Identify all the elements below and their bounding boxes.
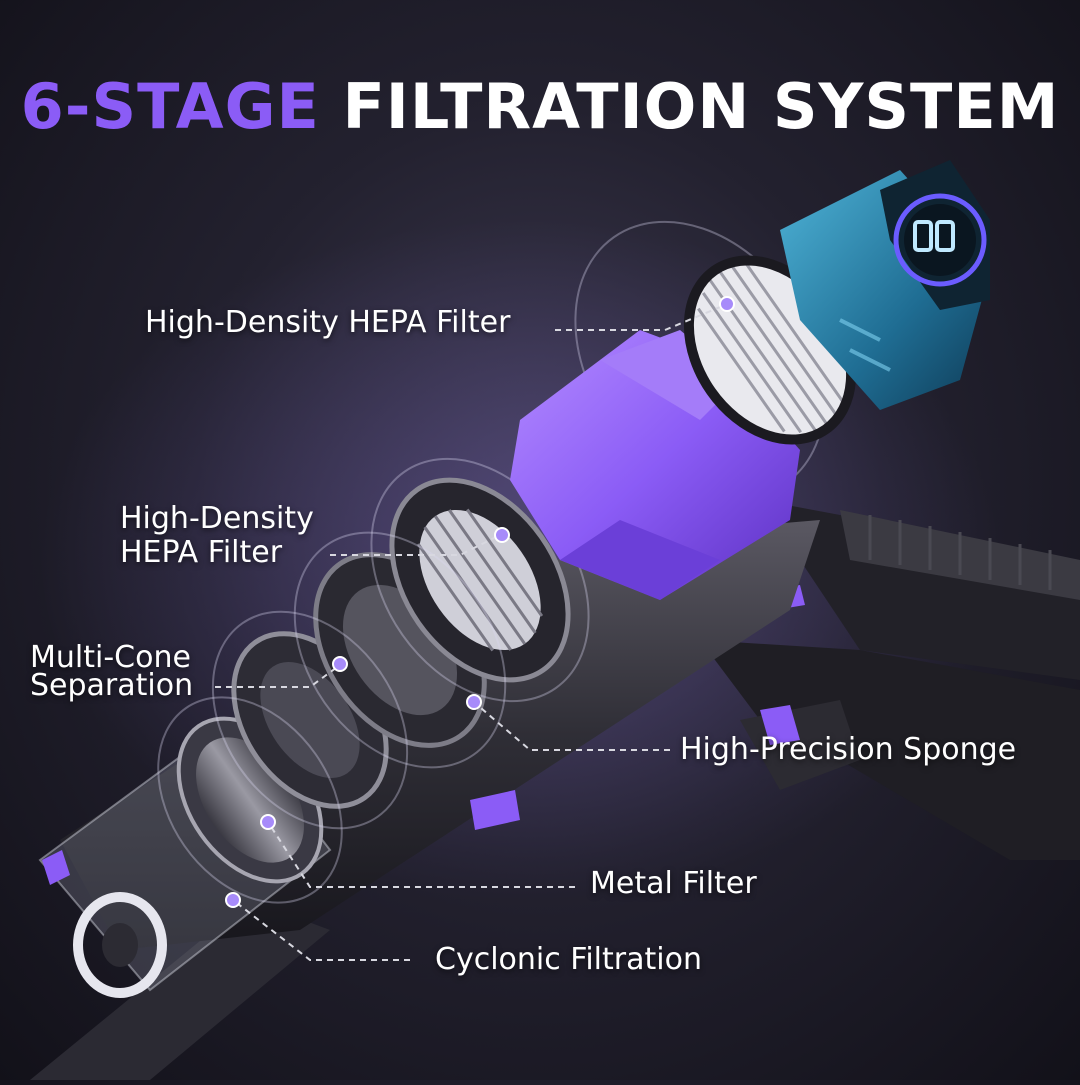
callout-hepa-filter-top: High-Density HEPA Filter (145, 306, 510, 340)
callout-metal-filter: Metal Filter (590, 867, 757, 901)
page-title: 6-STAGE FILTRATION SYSTEM (0, 70, 1080, 143)
callout-line: Separation (30, 668, 194, 703)
callout-line: HEPA Filter (120, 535, 283, 570)
callout-line: Metal Filter (590, 866, 757, 901)
callout-dots (225, 296, 735, 908)
callout-line: High-Precision Sponge (680, 732, 1017, 767)
handle (700, 500, 1080, 860)
wand-tube (30, 900, 330, 1080)
callout-cyclonic: Cyclonic Filtration (435, 943, 702, 977)
callout-line: High-Density (120, 501, 314, 536)
callout-hepa-filter-mid: High-Density HEPA Filter (120, 502, 314, 570)
callout-sponge: High-Precision Sponge (680, 733, 1016, 767)
title-rest: FILTRATION SYSTEM (342, 70, 1060, 143)
filter-rings (157, 220, 826, 904)
title-accent: 6-STAGE (20, 70, 320, 143)
callout-multi-cone: Multi-Cone Separation (30, 640, 194, 703)
blue-motor-unit (780, 160, 990, 410)
leader-lines (215, 304, 726, 961)
callout-line: Multi-Cone (30, 640, 191, 675)
callout-line: Cyclonic Filtration (435, 942, 702, 977)
callout-line: High-Density HEPA Filter (145, 305, 511, 340)
